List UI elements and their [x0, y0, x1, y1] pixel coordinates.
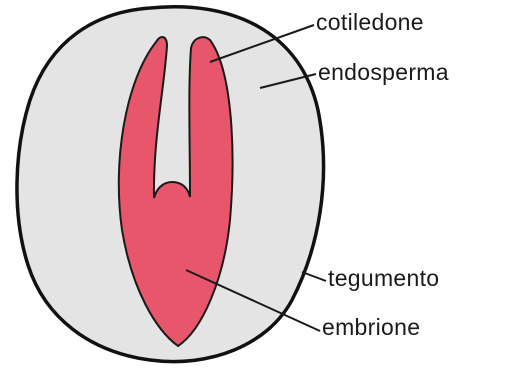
leader-line-tegumento	[302, 272, 326, 281]
label-embrione: embrione	[322, 314, 420, 340]
label-cotiledone: cotiledone	[316, 9, 424, 35]
label-tegumento: tegumento	[328, 265, 439, 291]
label-endosperma: endosperma	[318, 59, 449, 85]
